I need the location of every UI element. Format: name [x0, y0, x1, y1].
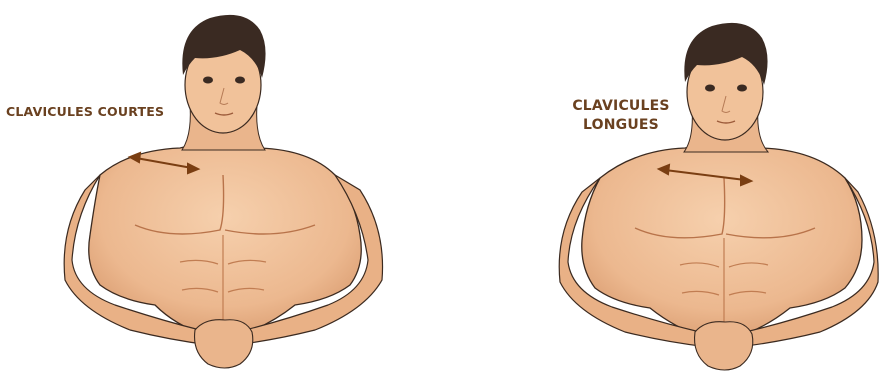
- figure-short-clavicles: [60, 0, 390, 376]
- torso: [582, 140, 862, 338]
- label-long-line1: CLAVICULES: [556, 97, 686, 116]
- torso: [89, 138, 362, 335]
- label-long-clavicles: CLAVICULES LONGUES: [556, 97, 686, 135]
- figure-long-clavicles: [540, 0, 880, 376]
- label-short-clavicles: CLAVICULES COURTES: [6, 104, 164, 119]
- clasped-hands: [195, 320, 253, 368]
- clasped-hands: [695, 322, 753, 370]
- label-long-line2: LONGUES: [556, 116, 686, 135]
